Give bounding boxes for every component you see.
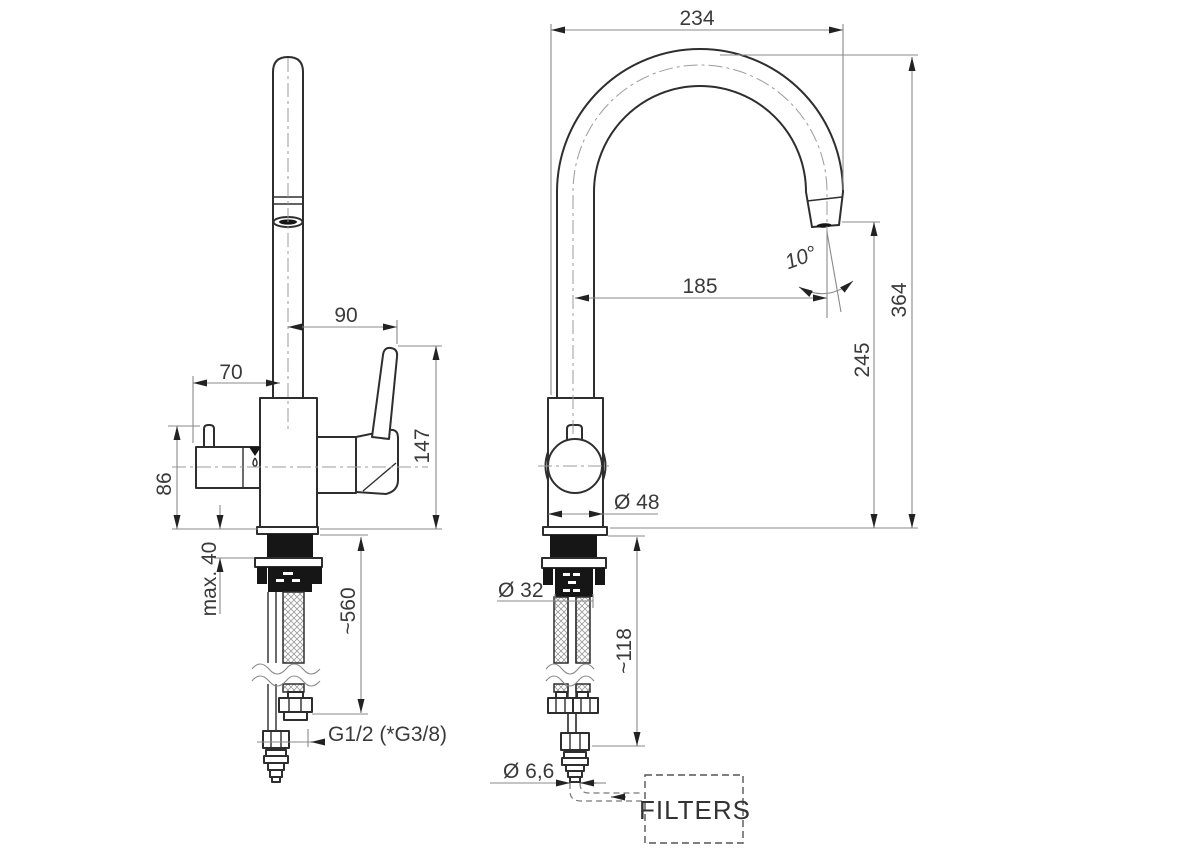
side-hose-right-nut-facets [580, 698, 591, 713]
front-tube-fitting-4 [269, 769, 283, 778]
side-mounting-flange [541, 557, 607, 569]
side-view: 234 364 245 185 10° Ø 48 Ø 32 ~118 [490, 7, 918, 844]
side-mounting-bolt-right [595, 568, 605, 585]
front-hose-nut-facets [288, 698, 302, 712]
side-tube-tip [569, 776, 581, 783]
angle-ref-line [826, 231, 842, 313]
front-tube-fitting-2 [263, 755, 289, 764]
side-mounting-bolt-left [543, 568, 553, 585]
front-lever-base-cut [362, 462, 397, 492]
front-mounting-flange [254, 557, 323, 568]
dim-560-label: ~560 [337, 587, 360, 634]
filter-pipe-outer [569, 783, 643, 802]
break-line [251, 675, 321, 687]
filters-label: FILTERS [639, 795, 751, 825]
side-mounting-block [550, 535, 597, 558]
side-aerator-opening [816, 223, 832, 228]
angle-arc-10 [798, 280, 854, 297]
water-drop-spout-icon [249, 447, 261, 456]
front-base-plate [256, 526, 319, 535]
side-hose-left-nut [547, 697, 574, 714]
front-view: 70 90 86 147 max. 40 ~560 G1/2 (*G3/8) [153, 56, 447, 783]
filters-box [644, 774, 744, 844]
dim-g12-label: G1/2 (*G3/8) [328, 723, 447, 746]
side-filtered-tube-lower [567, 713, 577, 733]
dim-245-label: 245 [851, 342, 874, 377]
filter-pipe-inner [579, 782, 643, 794]
front-hose-nut-collar [283, 711, 308, 721]
front-tube-fitting-3 [267, 762, 285, 771]
front-braided-hose-lower [282, 683, 305, 693]
side-aerator-joint [806, 196, 843, 202]
front-tube-nut-facets [270, 731, 282, 748]
dim-ticks-dia32 [554, 594, 594, 608]
front-hose-nut [278, 697, 313, 713]
dim-234-label: 234 [679, 7, 714, 30]
side-spout-outer [556, 48, 844, 399]
dim-185-label: 185 [682, 275, 717, 298]
break-line [251, 663, 321, 675]
front-lever-handle [371, 346, 399, 440]
front-spout-column [272, 56, 304, 399]
dim-118-label: ~118 [613, 628, 636, 674]
side-hose-left [553, 596, 569, 664]
side-base-plate [542, 526, 608, 536]
front-filtered-tube [267, 592, 277, 731]
dim-dia32-label: Ø 32 [498, 579, 544, 602]
front-mounting-block [267, 534, 313, 558]
dim-147-label: 147 [411, 428, 434, 463]
side-spout-inner [593, 85, 813, 399]
front-threaded-shank [268, 567, 312, 592]
front-lever-base [355, 428, 399, 495]
dim-70-label: 70 [219, 361, 242, 384]
side-spout-centerline [572, 64, 828, 434]
side-hose-left-nut-facets [555, 698, 566, 713]
dim-dia48-label: Ø 48 [614, 491, 660, 514]
front-tube-tip [271, 776, 281, 783]
break-line [545, 675, 595, 687]
front-filter-knob [203, 424, 215, 448]
side-hose-right [575, 596, 591, 664]
front-right-arm [316, 436, 357, 494]
break-line [545, 663, 595, 675]
dim-dia66-label: Ø 6,6 [503, 760, 554, 783]
dim-90-label: 90 [334, 304, 357, 327]
dim-86-label: 86 [153, 472, 176, 495]
front-tube-nut [262, 730, 290, 749]
dim-364-label: 364 [888, 282, 911, 317]
side-hose-right-lower [575, 683, 591, 693]
side-tube-nut-facets [569, 733, 581, 750]
front-mounting-bolt-left [257, 567, 267, 584]
dim-10deg-label: 10° [782, 242, 820, 274]
front-mounting-bolt-right [312, 567, 322, 584]
side-hose-right-nut [572, 697, 599, 714]
side-tube-nut [560, 732, 590, 751]
side-tube-fitting-2 [561, 757, 589, 766]
front-braided-hose [282, 591, 305, 664]
dim-max40-label: max. 40 [198, 542, 221, 617]
